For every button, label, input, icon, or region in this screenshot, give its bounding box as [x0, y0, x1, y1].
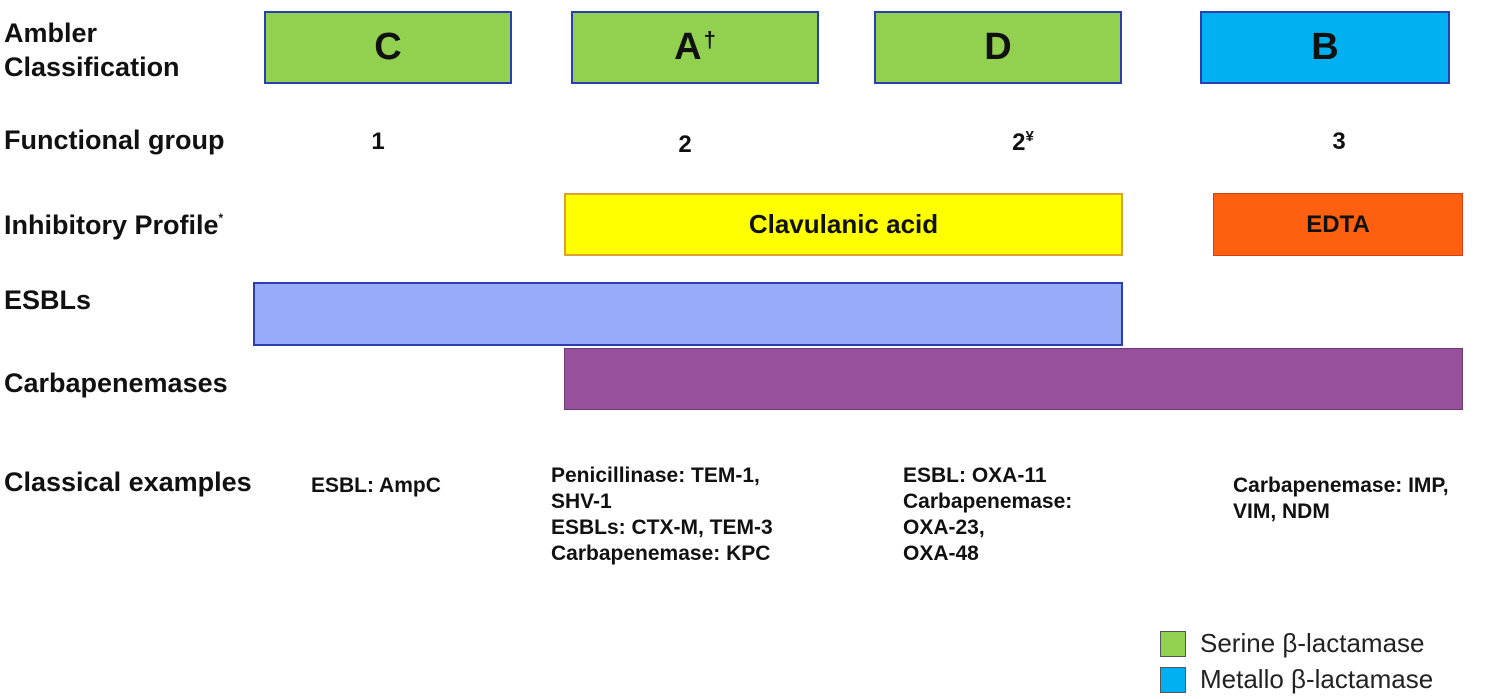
carbapenemases-label: Carbapenemases — [4, 368, 228, 398]
example-line: ESBL: AmpC — [311, 474, 441, 497]
class-a-mark: † — [703, 26, 716, 52]
example-line: Carbapenemase: — [903, 490, 1073, 513]
class-c-box: C — [264, 11, 512, 84]
example-line: Carbapenemase: KPC — [551, 542, 771, 565]
carbapenemase-bar — [564, 348, 1463, 410]
esbl-bar — [253, 282, 1123, 346]
class-c-letter: C — [374, 26, 402, 68]
ambler-label-line1: Ambler — [4, 18, 98, 48]
example-line: Carbapenemase: IMP, — [1233, 474, 1449, 497]
example-line: SHV-1 — [551, 490, 612, 513]
functional-group-d: 2¥ — [993, 128, 1053, 157]
legend-metallo: Metallo β-lactamase — [1160, 664, 1433, 695]
functional-group-a: 2 — [655, 131, 715, 159]
clavulanic-acid-bar: Clavulanic acid — [564, 193, 1123, 256]
class-b-letter: B — [1311, 26, 1339, 68]
examples-class-c: ESBL: AmpC — [311, 473, 441, 499]
edta-bar: EDTA — [1213, 193, 1463, 256]
class-a-letter: A — [674, 26, 702, 68]
inhibitory-profile-mark: * — [218, 211, 224, 225]
example-line: ESBLs: CTX-M, TEM-3 — [551, 516, 773, 539]
functional-group-c-value: 1 — [371, 128, 385, 155]
functional-group-b-value: 3 — [1332, 128, 1346, 155]
functional-group-label: Functional group — [4, 125, 225, 155]
legend-serine-label: Serine β-lactamase — [1200, 628, 1425, 658]
classical-examples-label: Classical examples — [4, 467, 252, 497]
functional-group-b: 3 — [1309, 128, 1369, 156]
clavulanic-acid-label: Clavulanic acid — [748, 209, 939, 239]
functional-group-c: 1 — [348, 128, 408, 156]
example-line: OXA-23, — [903, 516, 985, 539]
example-line: ESBL: OXA-11 — [903, 464, 1047, 487]
legend-serine-swatch — [1160, 630, 1186, 657]
class-d-letter: D — [984, 26, 1012, 68]
functional-group-d-mark: ¥ — [1025, 128, 1034, 145]
example-line: OXA-48 — [903, 542, 979, 565]
edta-label: EDTA — [1306, 210, 1370, 238]
legend-serine: Serine β-lactamase — [1160, 628, 1425, 659]
examples-class-b: Carbapenemase: IMP, VIM, NDM — [1233, 473, 1449, 525]
examples-class-a: Penicillinase: TEM-1, SHV-1 ESBLs: CTX-M… — [551, 463, 773, 567]
inhibitory-profile-label: Inhibitory Profile* — [4, 208, 223, 247]
class-b-box: B — [1200, 11, 1450, 84]
example-line: VIM, NDM — [1233, 500, 1330, 523]
legend-metallo-label: Metallo β-lactamase — [1200, 664, 1434, 694]
legend-metallo-swatch — [1160, 666, 1186, 693]
class-a-box: A† — [571, 11, 819, 84]
functional-group-a-value: 2 — [678, 131, 692, 158]
ambler-label-line2: Classification — [4, 52, 180, 82]
esbls-label: ESBLs — [4, 285, 92, 315]
inhibitory-profile-text: Inhibitory Profile — [4, 210, 219, 240]
class-d-box: D — [874, 11, 1122, 84]
example-line: Penicillinase: TEM-1, — [551, 464, 760, 487]
examples-class-d: ESBL: OXA-11 Carbapenemase: OXA-23, OXA-… — [903, 463, 1072, 567]
functional-group-d-value: 2 — [1012, 129, 1026, 156]
